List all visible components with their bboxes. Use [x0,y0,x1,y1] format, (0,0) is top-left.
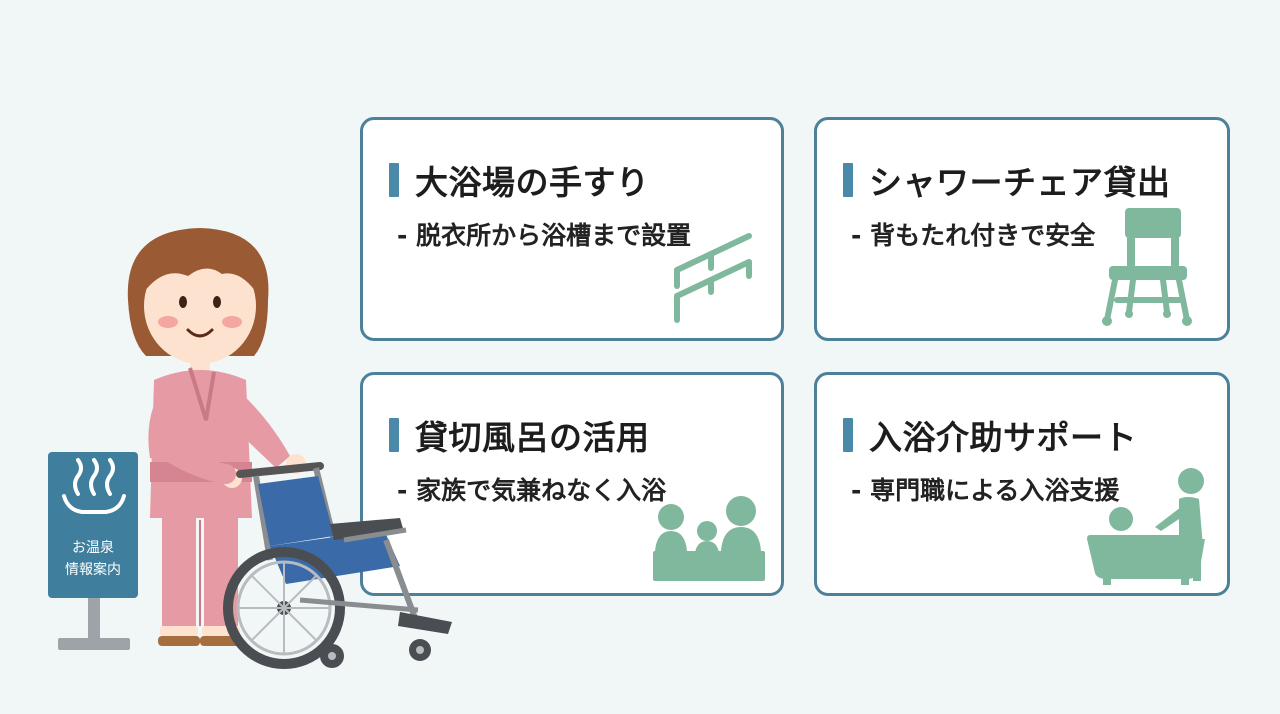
woman-figure [127,228,306,646]
card-title: 入浴介助サポート [869,418,1137,457]
card-description: - 脱衣所から浴槽まで設置 [397,221,692,250]
shower-chair-icon [1102,208,1192,326]
info-sign: お温泉 情報案内 [48,452,138,650]
card-description: - 家族で気兼ねなく入浴 [397,476,667,505]
card-description: - 背もたれ付きで安全 [851,221,1096,250]
card-shower-chair: シャワーチェア貸出 - 背もたれ付きで安全 [814,117,1230,341]
title-accent-bar [843,163,853,197]
card-title: 大浴場の手すり [415,163,650,202]
title-accent-bar [389,163,399,197]
wheelchair [223,462,452,669]
illustration: お温泉 情報案内 [48,228,452,669]
card-title-row: 大浴場の手すり [389,156,650,204]
sign-label-line2: 情報案内 [65,561,121,578]
card-bathing-support: 入浴介助サポート - 専門職による入浴支援 [814,372,1230,596]
title-accent-bar [389,418,399,452]
card-title-row: 入浴介助サポート [843,411,1137,459]
sign-label-line1: お温泉 [72,539,114,556]
hot-spring-icon [62,458,126,514]
family-bath-icon [653,496,765,581]
card-description: - 専門職による入浴支援 [851,476,1120,505]
card-handrails: 大浴場の手すり - 脱衣所から浴槽まで設置 [360,117,784,341]
card-private-bath: 貸切風呂の活用 - 家族で気兼ねなく入浴 [360,372,784,596]
card-title: シャワーチェア貸出 [869,163,1171,202]
card-title-row: 貸切風呂の活用 [389,411,650,459]
title-accent-bar [843,418,853,452]
handrail-icon [674,233,752,323]
card-title: 貸切風呂の活用 [415,418,650,457]
bathing-assist-icon [1087,468,1205,585]
card-title-row: シャワーチェア貸出 [843,156,1171,204]
